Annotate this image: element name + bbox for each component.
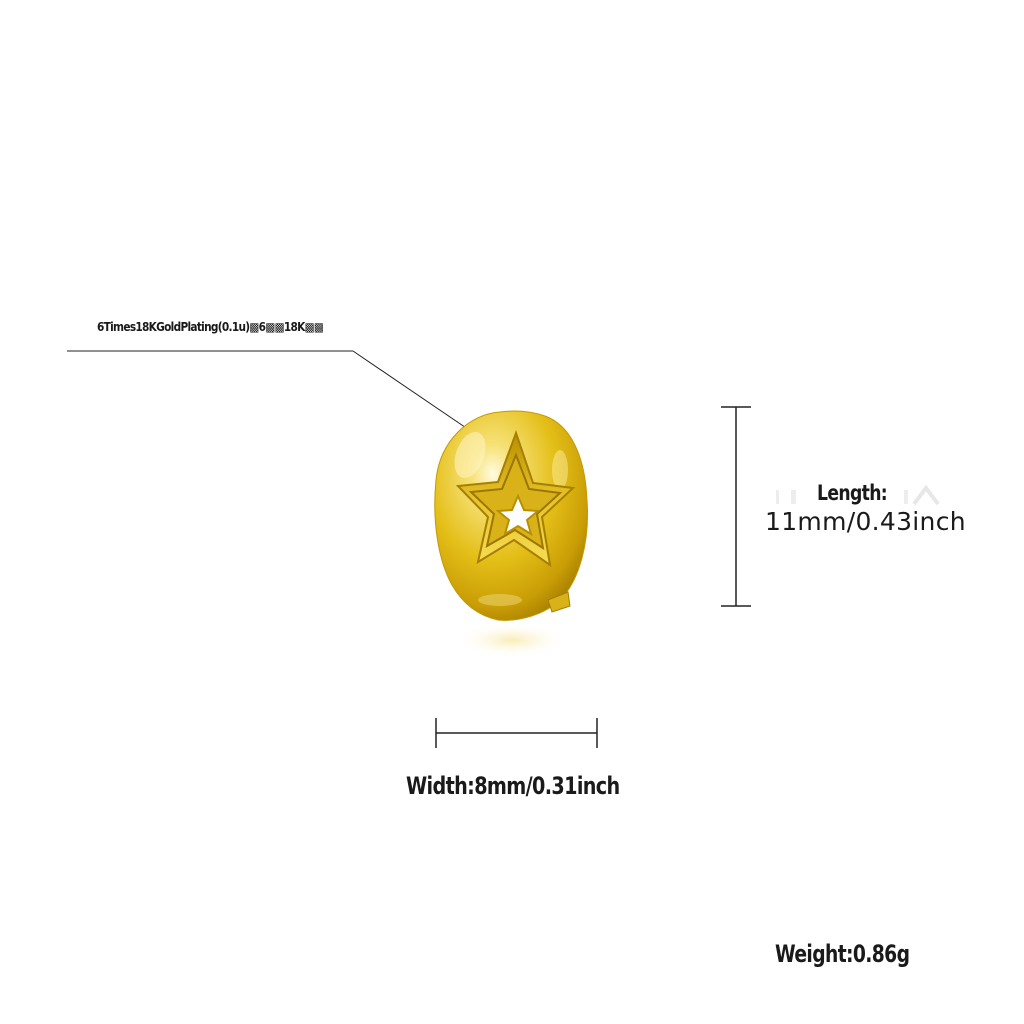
star-cutout-gold-grill-icon: [434, 410, 588, 658]
width-dimension-line: [435, 718, 598, 748]
callout-leader-line: [67, 350, 479, 437]
weight-label: Weight:0.86g: [775, 940, 910, 968]
length-dimension-line: [721, 406, 751, 607]
material-callout-label: 6Times18KGoldPlating(0.1u)▩6▩▩18K▩▩: [97, 320, 324, 334]
width-label: Width:8mm/0.31inch: [406, 772, 620, 800]
length-title: Length:: [817, 481, 888, 505]
length-label-artifacts: [776, 484, 940, 506]
length-value: 11mm/0.43inch: [765, 507, 966, 536]
